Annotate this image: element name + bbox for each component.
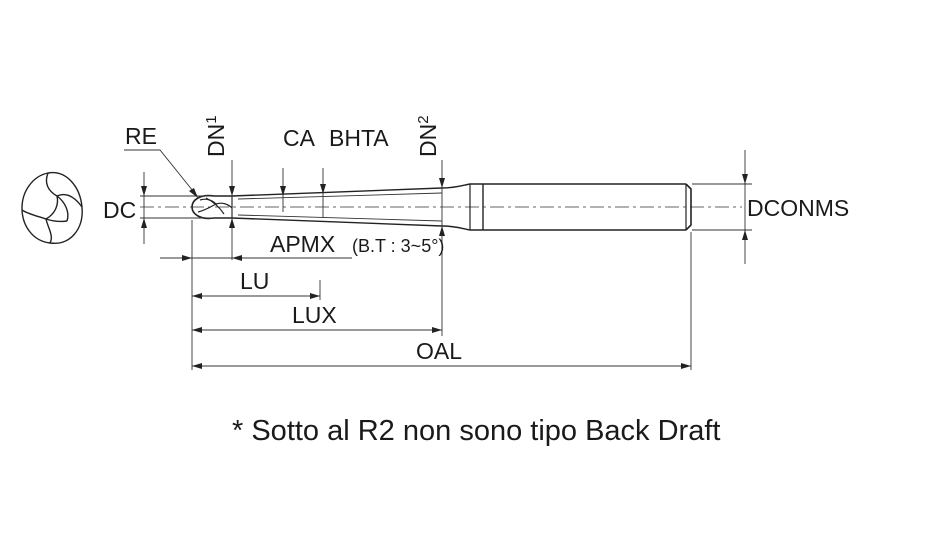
oal-dimension [192,232,692,370]
dc-label: DC [103,197,136,223]
footnote: * Sotto al R2 non sono tipo Back Draft [232,415,720,447]
dc-dimension [140,172,212,244]
lux-dimension [192,327,442,333]
dn1-label: DN1 [203,115,229,157]
dconms-dimension [692,150,752,264]
end-view-icon [21,172,83,244]
lu-dimension [191,220,321,370]
bhta-leader [320,168,326,218]
dconms-label: DCONMS [747,195,849,221]
dn2-leader [439,160,445,336]
re-label: RE [125,123,157,149]
ca-leader [280,168,286,212]
apmx-label: APMX [270,231,335,257]
bt-note: (B.T : 3~5°) [352,236,444,256]
lux-label: LUX [292,302,337,328]
bhta-label: BHTA [329,125,389,151]
oal-label: OAL [416,338,462,364]
dn2-label: DN2 [415,115,441,157]
ca-label: CA [283,125,316,151]
tool-body [191,183,692,231]
dn1-leader [229,160,235,260]
re-leader [124,149,198,198]
lu-label: LU [240,268,269,294]
